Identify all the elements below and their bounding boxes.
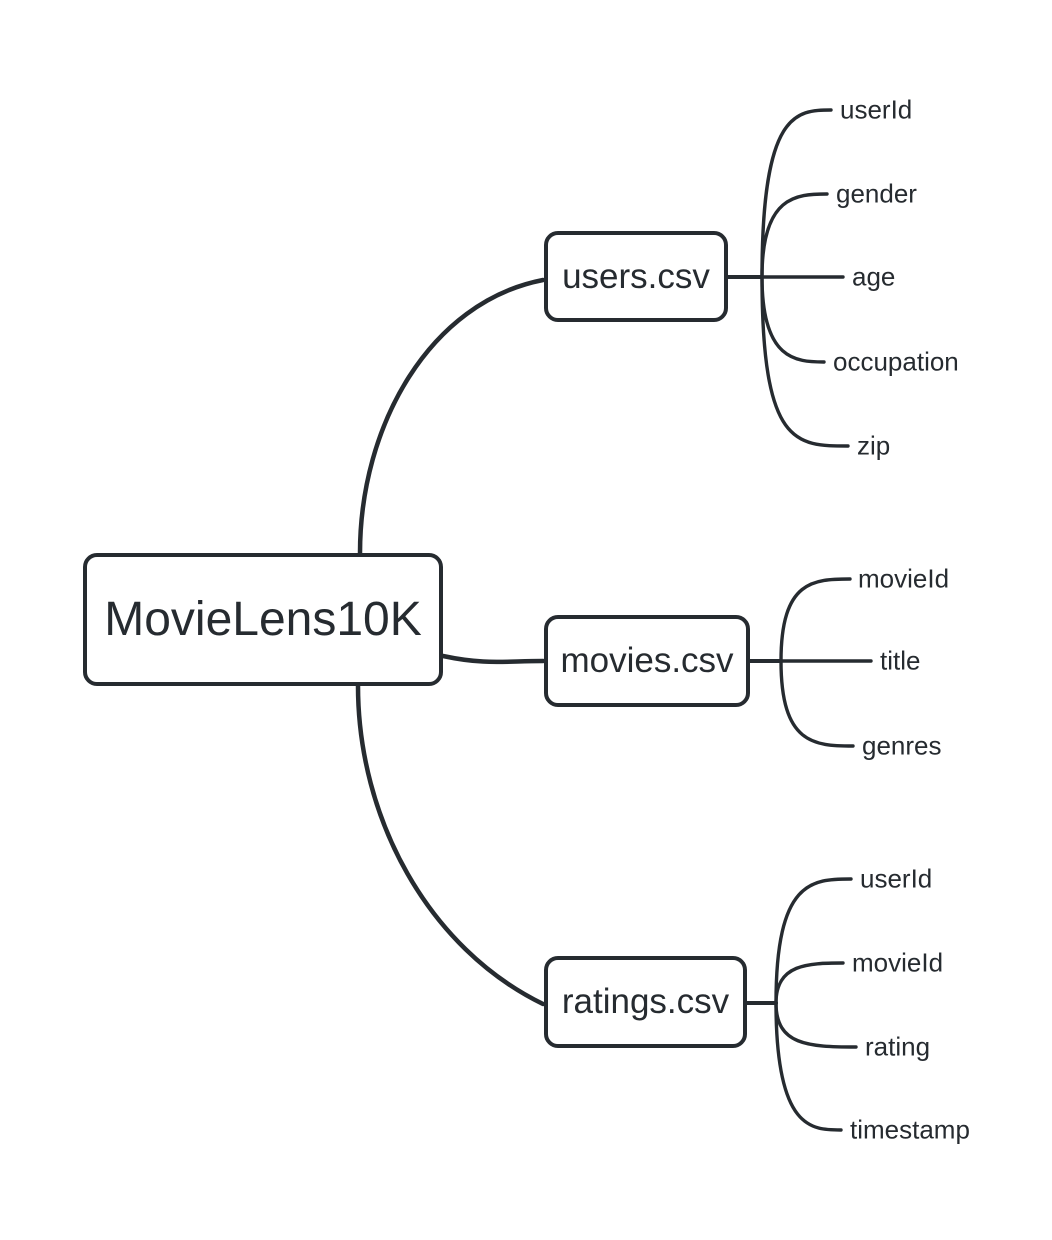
- leaf-ratings-timestamp[interactable]: timestamp: [850, 1114, 970, 1145]
- leaf-movies-title[interactable]: title: [880, 645, 921, 676]
- edge-root-users: [357, 277, 546, 556]
- leaf-ratings-rating[interactable]: rating: [865, 1031, 931, 1062]
- node-movies-csv[interactable]: movies.csv: [544, 615, 750, 707]
- edge-ratings-userid: [774, 877, 853, 1005]
- edge-ratings-rating: [774, 1001, 858, 1049]
- leaf-users-userid[interactable]: userId: [840, 94, 913, 125]
- edge-movies-genres: [779, 659, 855, 748]
- edge-users-occupation: [760, 275, 826, 364]
- edge-movies-movieid: [779, 577, 852, 663]
- leaf-users-gender[interactable]: gender: [836, 178, 917, 209]
- root-node-movielens10k[interactable]: MovieLens10K: [83, 553, 443, 686]
- leaf-movies-movieid[interactable]: movieId: [858, 563, 950, 594]
- leaf-users-age[interactable]: age: [852, 261, 896, 292]
- edge-ratings-movieid: [774, 961, 845, 1005]
- edge-users-userid: [760, 108, 833, 279]
- edge-ratings-timestamp: [774, 1001, 843, 1132]
- edge-root-ratings: [355, 683, 546, 1007]
- node-ratings-csv[interactable]: ratings.csv: [544, 956, 747, 1048]
- node-users-csv[interactable]: users.csv: [544, 231, 728, 322]
- edge-users-gender: [760, 192, 829, 279]
- leaf-ratings-userid[interactable]: userId: [860, 863, 933, 894]
- edge-users-zip: [760, 275, 850, 448]
- leaf-movies-genres[interactable]: genres: [862, 730, 942, 761]
- edge-root-movies: [440, 653, 546, 665]
- leaf-ratings-movieid[interactable]: movieId: [852, 947, 944, 978]
- leaf-users-zip[interactable]: zip: [857, 430, 891, 461]
- leaf-users-occupation[interactable]: occupation: [833, 346, 959, 377]
